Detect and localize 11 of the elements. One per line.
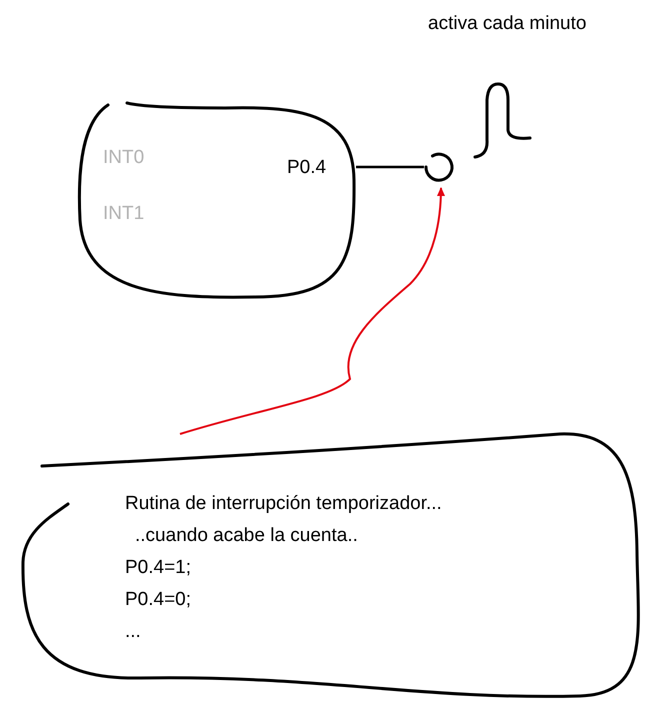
connector — [356, 166, 424, 168]
pin-label: INT1 — [103, 202, 144, 226]
code-line: P0.4=0; — [125, 588, 192, 612]
code-line: Rutina de interrupción temporizador... — [125, 492, 442, 516]
pin-label: INT0 — [103, 146, 144, 170]
connector — [180, 187, 445, 435]
code-line: ... — [125, 620, 141, 644]
pin-label: P0.4 — [287, 156, 326, 180]
annotation-text: activa cada minuto — [428, 12, 586, 36]
code-line: P0.4=1; — [125, 556, 192, 580]
code-line: ..cuando acabe la cuenta.. — [135, 524, 358, 548]
